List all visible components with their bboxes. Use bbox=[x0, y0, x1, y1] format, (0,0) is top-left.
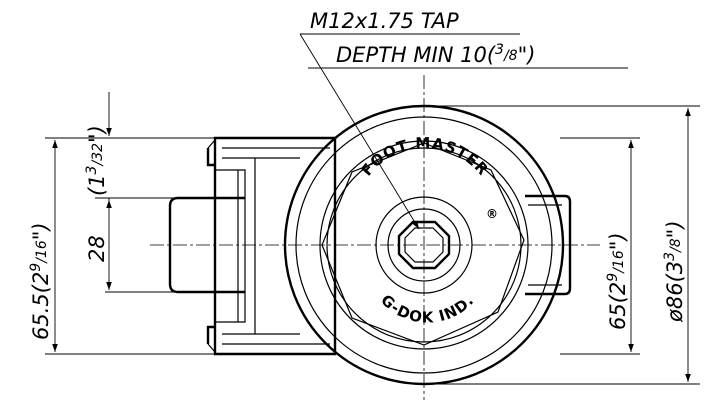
dim-offset-text: (13/32") bbox=[84, 125, 109, 196]
callout-line2: DEPTH MIN 10(3/8") bbox=[336, 42, 535, 67]
logo-top-text: FOOT MASTER bbox=[358, 134, 493, 179]
extension-lines bbox=[45, 105, 700, 385]
center-lines bbox=[150, 75, 600, 400]
dim-offset: (13/32") bbox=[84, 125, 109, 196]
dimension-lines bbox=[52, 92, 691, 382]
registered-mark: ® bbox=[486, 207, 499, 221]
dim-overall-height: 65.5(29/16") bbox=[28, 222, 53, 340]
dim-diameter: ø86(33/8") bbox=[662, 220, 687, 323]
dim-boss-text: 28 bbox=[85, 235, 109, 262]
dim-overall-height-text: 65.5(29/16") bbox=[28, 222, 53, 340]
wheel bbox=[283, 104, 565, 386]
tap-callout: M12x1.75 TAP DEPTH MIN 10(3/8") bbox=[299, 9, 628, 230]
threaded-boss bbox=[168, 196, 245, 294]
bracket-body bbox=[206, 136, 337, 356]
dim-inner-height-text: 65(29/16") bbox=[605, 232, 630, 330]
dim-boss: 28 bbox=[85, 235, 109, 262]
dim-diameter-text: ø86(33/8") bbox=[662, 220, 687, 323]
callout-line1: M12x1.75 TAP bbox=[310, 9, 459, 33]
dim-inner-height: 65(29/16") bbox=[605, 232, 630, 330]
logo-bottom-text: G-DOK IND. bbox=[377, 291, 477, 327]
